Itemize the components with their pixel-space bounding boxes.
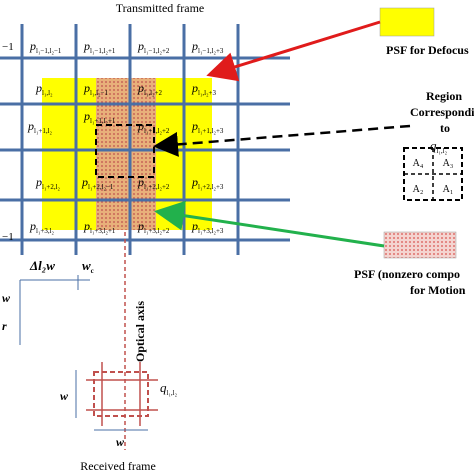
svg-text:pl₁,l₂: pl₁,l₂ xyxy=(35,81,53,97)
transmitted-frame-title: Transmitted frame xyxy=(116,1,205,15)
region-label-line3: to xyxy=(440,121,450,135)
svg-text:pl₁+3,l₂+2: pl₁+3,l₂+2 xyxy=(137,219,170,235)
cell-r0-c0-sym: p xyxy=(29,39,36,53)
svg-text:pl₁−1,l₂−1: pl₁−1,l₂−1 xyxy=(29,39,62,55)
motion-legend-line2: for Motion xyxy=(410,283,466,297)
svg-text:pl₁+3,l₂+3: pl₁+3,l₂+3 xyxy=(191,219,224,235)
grid-cell-labels: pl₁−1,l₂−1 pl₁−1,l₂+1 pl₁−1,l₂+2 pl₁−1,l… xyxy=(27,39,224,235)
quadrant-a1: A₁ xyxy=(443,184,454,195)
pixel-grid xyxy=(0,24,290,255)
defocus-legend-label: PSF for Defocus xyxy=(386,43,469,57)
svg-text:pl₁+3,l₂+1: pl₁+3,l₂+1 xyxy=(83,219,116,235)
svg-text:pl₁+2,l₂−1: pl₁+2,l₂−1 xyxy=(81,175,114,191)
svg-text:pl₁−1,l₂+3: pl₁−1,l₂+3 xyxy=(191,39,224,55)
quadrant-box: A₄ A₃ A₂ A₁ xyxy=(403,147,463,201)
quadrant-a4: A₄ xyxy=(413,158,424,169)
svg-text:pl₁−1,l₂+1: pl₁−1,l₂+1 xyxy=(83,39,116,55)
svg-text:pl₁−1,l₂+2: pl₁−1,l₂+2 xyxy=(137,39,170,55)
cell-r0-c0-sub: l₁−1,l₂−1 xyxy=(36,47,62,55)
w-vertical-label: w xyxy=(60,389,69,403)
svg-text:pl₁+1,l₂+2: pl₁+1,l₂+2 xyxy=(137,119,170,135)
wc-label: wc xyxy=(82,258,94,275)
region-label-line1: Region xyxy=(426,89,462,103)
region-label-line2: Correspondin xyxy=(410,105,474,119)
edge-label-bottom: −1 xyxy=(2,231,14,243)
motion-psf-region xyxy=(96,78,156,230)
optical-axis-label: Optical axis xyxy=(133,301,147,362)
svg-text:pl₁,l₂+2: pl₁,l₂+2 xyxy=(137,81,162,97)
svg-text:pl₁+2,l₂: pl₁+2,l₂ xyxy=(35,175,61,191)
motion-arrow xyxy=(154,200,385,248)
defocus-arrow xyxy=(206,20,381,82)
dimension-lines xyxy=(19,275,90,345)
defocus-legend-swatch xyxy=(379,7,435,37)
received-q-label: ql₁,l₂ xyxy=(160,380,178,397)
svg-text:pl₁+1,l₂+3: pl₁+1,l₂+3 xyxy=(191,119,224,135)
svg-text:pl₁+2,l₂+3: pl₁+2,l₂+3 xyxy=(191,175,224,191)
w-horizontal-label: w xyxy=(116,435,125,449)
svg-text:pl₁,l₂+3: pl₁,l₂+3 xyxy=(191,81,216,97)
svg-text:pl₁,l₂−1: pl₁,l₂−1 xyxy=(83,81,108,97)
quadrant-a2: A₂ xyxy=(413,184,424,195)
delta-label: Δl₂w xyxy=(29,258,55,273)
quadrant-a3: A₃ xyxy=(443,158,454,169)
received-frame-box xyxy=(86,362,158,426)
motion-legend-line1: PSF (nonzero compo xyxy=(354,267,460,281)
w-left-label: w xyxy=(2,291,11,305)
edge-label-top: −1 xyxy=(2,41,14,53)
region-q-label: ql₁,l₂ xyxy=(430,138,448,155)
received-frame-title: Received frame xyxy=(80,459,156,473)
svg-text:pl₁+2,l₂+2: pl₁+2,l₂+2 xyxy=(137,175,170,191)
region-arrow xyxy=(153,124,411,157)
motion-legend-swatch xyxy=(383,231,457,259)
wr-label: r xyxy=(2,319,7,333)
svg-text:pl₁+1,l₂+1: pl₁+1,l₂+1 xyxy=(83,109,116,125)
svg-text:pl₁+1,l₂: pl₁+1,l₂ xyxy=(27,119,53,135)
svg-text:pl₁+3,l₂: pl₁+3,l₂ xyxy=(29,219,55,235)
